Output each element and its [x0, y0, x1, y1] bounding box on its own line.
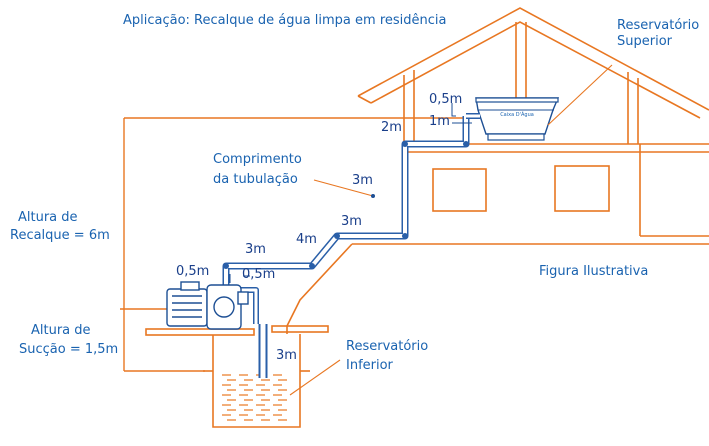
dim-pump-rise: 0,5m	[176, 264, 209, 279]
lower-tank-label-line1: Reservatório	[346, 339, 428, 354]
lower-tank	[145, 325, 329, 428]
discharge-height-label-line1: Altura de	[18, 210, 78, 225]
house	[286, 7, 709, 334]
figure-note: Figura Ilustrativa	[539, 264, 648, 279]
suction-height-label-line2: Sucção = 1,5m	[19, 342, 118, 357]
pump	[166, 281, 249, 330]
upper-tank-label-line1: Reservatório	[617, 18, 699, 33]
tank-walls	[212, 334, 301, 428]
dim-upper-run: 2m	[381, 120, 402, 135]
upper-tank-label-line2: Superior	[617, 34, 673, 49]
dim-top-rise: 0,5m	[429, 92, 462, 107]
pipe-length-label-line2: da tubulação	[213, 172, 298, 187]
window-left	[432, 168, 487, 212]
dim-lower-diag: 3m	[341, 214, 362, 229]
pump-slab	[145, 328, 255, 336]
upper-tank: Caixa D'Água	[475, 97, 560, 141]
lower-tank-label-line2: Inferior	[346, 358, 394, 373]
upper-tank-text: Caixa D'Água	[500, 111, 534, 118]
suction-height-label-line1: Altura de	[31, 323, 91, 338]
pipe-length-label-line1: Comprimento	[213, 152, 302, 167]
dim-bottom-horizontal: 3m	[245, 242, 266, 257]
dim-top-drop: 1m	[429, 114, 450, 129]
water	[222, 374, 287, 421]
pump-motor	[166, 288, 208, 327]
upper-tank-pointer	[547, 64, 613, 126]
ground-line	[286, 243, 709, 334]
discharge-height-label-line2: Recalque = 6m	[10, 228, 110, 243]
pipe-length-dot	[371, 194, 375, 198]
pipe-length-pointer	[313, 179, 374, 197]
pointers	[289, 64, 613, 396]
roof	[357, 7, 709, 119]
dim-suction-pipe: 3m	[276, 348, 297, 363]
piping	[222, 113, 480, 378]
page-title: Aplicação: Recalque de água limpa em res…	[123, 13, 446, 28]
height-frame	[120, 117, 464, 372]
window-right	[554, 165, 610, 212]
dim-vertical-main: 3m	[352, 173, 373, 188]
dim-pump-out: 0,5m	[242, 267, 275, 282]
dim-ticks	[229, 103, 472, 283]
lower-tank-pointer	[289, 359, 341, 396]
dim-diag-4m: 4m	[296, 232, 317, 247]
